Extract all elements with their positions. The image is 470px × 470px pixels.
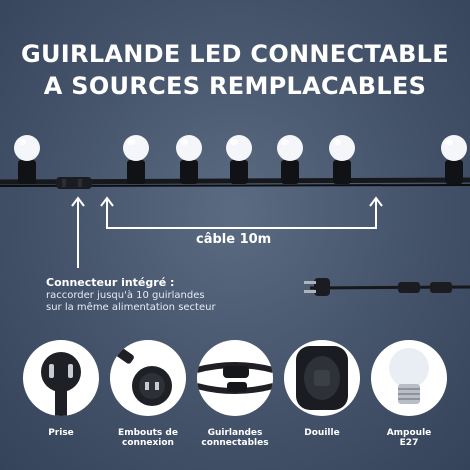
bulb-3 xyxy=(176,135,202,184)
caption-socket: Douille xyxy=(304,428,340,438)
bulb-6 xyxy=(329,135,355,184)
socket-thumbnail xyxy=(284,340,360,416)
plug-thumbnail xyxy=(23,340,99,416)
connector-end-icon xyxy=(114,346,172,406)
inline-connector xyxy=(56,177,92,189)
cable-length-arrow xyxy=(100,196,383,229)
bulb-1 xyxy=(14,135,40,184)
power-cord xyxy=(304,278,470,296)
connectable-strings-thumbnail xyxy=(197,340,273,416)
caption-connection-ends: Embouts de connexion xyxy=(118,428,178,448)
bulb-icon xyxy=(389,348,429,404)
connector-description-line-1: raccorder jusqu'à 10 guirlandes xyxy=(46,290,205,301)
cable-length-label: câble 10m xyxy=(196,232,272,247)
bulb-e27-thumbnail xyxy=(371,340,447,416)
caption-plug: Prise xyxy=(48,428,74,438)
caption-connectable-strings: Guirlandes connectables xyxy=(201,428,269,448)
plug-icon xyxy=(41,352,81,416)
bulb-2 xyxy=(123,135,149,184)
bulb-4 xyxy=(226,135,252,184)
heading-line-1: GUIRLANDE LED CONNECTABLE xyxy=(21,40,449,68)
bulb-7 xyxy=(441,135,467,184)
cable-coil-icon xyxy=(197,362,273,394)
caption-bulb: Ampoule E27 xyxy=(386,428,432,448)
connector-title: Connecteur intégré : xyxy=(46,276,175,289)
connector-description-line-2: sur la même alimentation secteur xyxy=(46,302,216,313)
bulb-5 xyxy=(277,135,303,184)
heading-line-2: A SOURCES REMPLACABLES xyxy=(43,72,427,100)
socket-icon xyxy=(296,346,348,410)
connector-arrow xyxy=(71,196,85,268)
connection-ends-thumbnail xyxy=(110,340,186,416)
